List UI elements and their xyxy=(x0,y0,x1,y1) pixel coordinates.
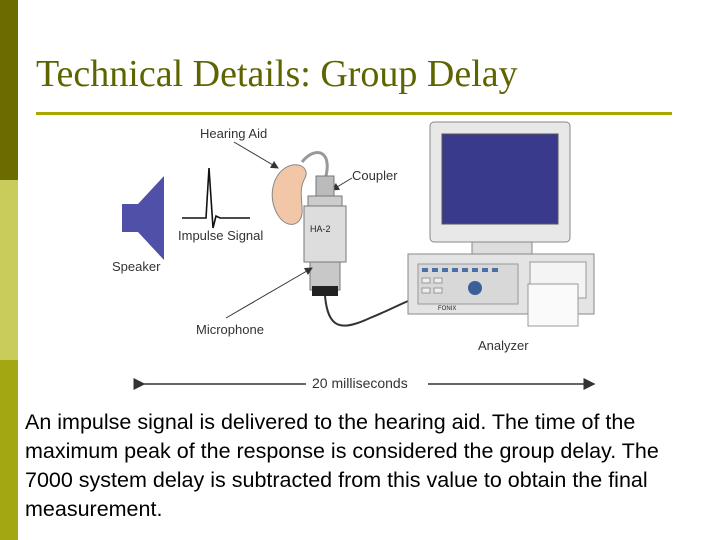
analyzer-label: Analyzer xyxy=(478,338,529,353)
hearing-aid-arrow xyxy=(233,141,279,169)
group-delay-diagram: Speaker Impulse Signal Hearing Aid Coupl… xyxy=(112,121,596,391)
title-underline xyxy=(36,112,672,115)
microphone-label: Microphone xyxy=(196,322,264,337)
hearing-aid-shape xyxy=(271,164,307,225)
coupler-device xyxy=(303,175,347,296)
duration-label: 20 milliseconds xyxy=(312,375,408,391)
impulse-waveform xyxy=(182,167,250,229)
analyzer-monitor xyxy=(429,121,571,255)
hearing-aid-label: Hearing Aid xyxy=(200,126,267,141)
coupler-tag: HA-2 xyxy=(310,224,331,234)
sidebar-band-bottom xyxy=(0,360,18,540)
speaker-icon xyxy=(122,176,164,260)
slide-title: Technical Details: Group Delay xyxy=(36,53,518,95)
sidebar-decoration xyxy=(0,0,18,540)
analyzer-unit xyxy=(407,253,595,327)
coupler-label: Coupler xyxy=(352,168,398,183)
sidebar-band-top xyxy=(0,0,18,180)
speaker-label: Speaker xyxy=(112,259,161,274)
hearing-aid-tube xyxy=(300,151,329,177)
slide-caption: An impulse signal is delivered to the he… xyxy=(25,410,659,521)
sidebar-band-middle xyxy=(0,180,18,360)
impulse-signal-label: Impulse Signal xyxy=(178,228,263,243)
coupler-arrow xyxy=(331,177,353,191)
microphone-arrow xyxy=(225,267,313,319)
analyzer-brand: FONIX xyxy=(438,306,456,312)
